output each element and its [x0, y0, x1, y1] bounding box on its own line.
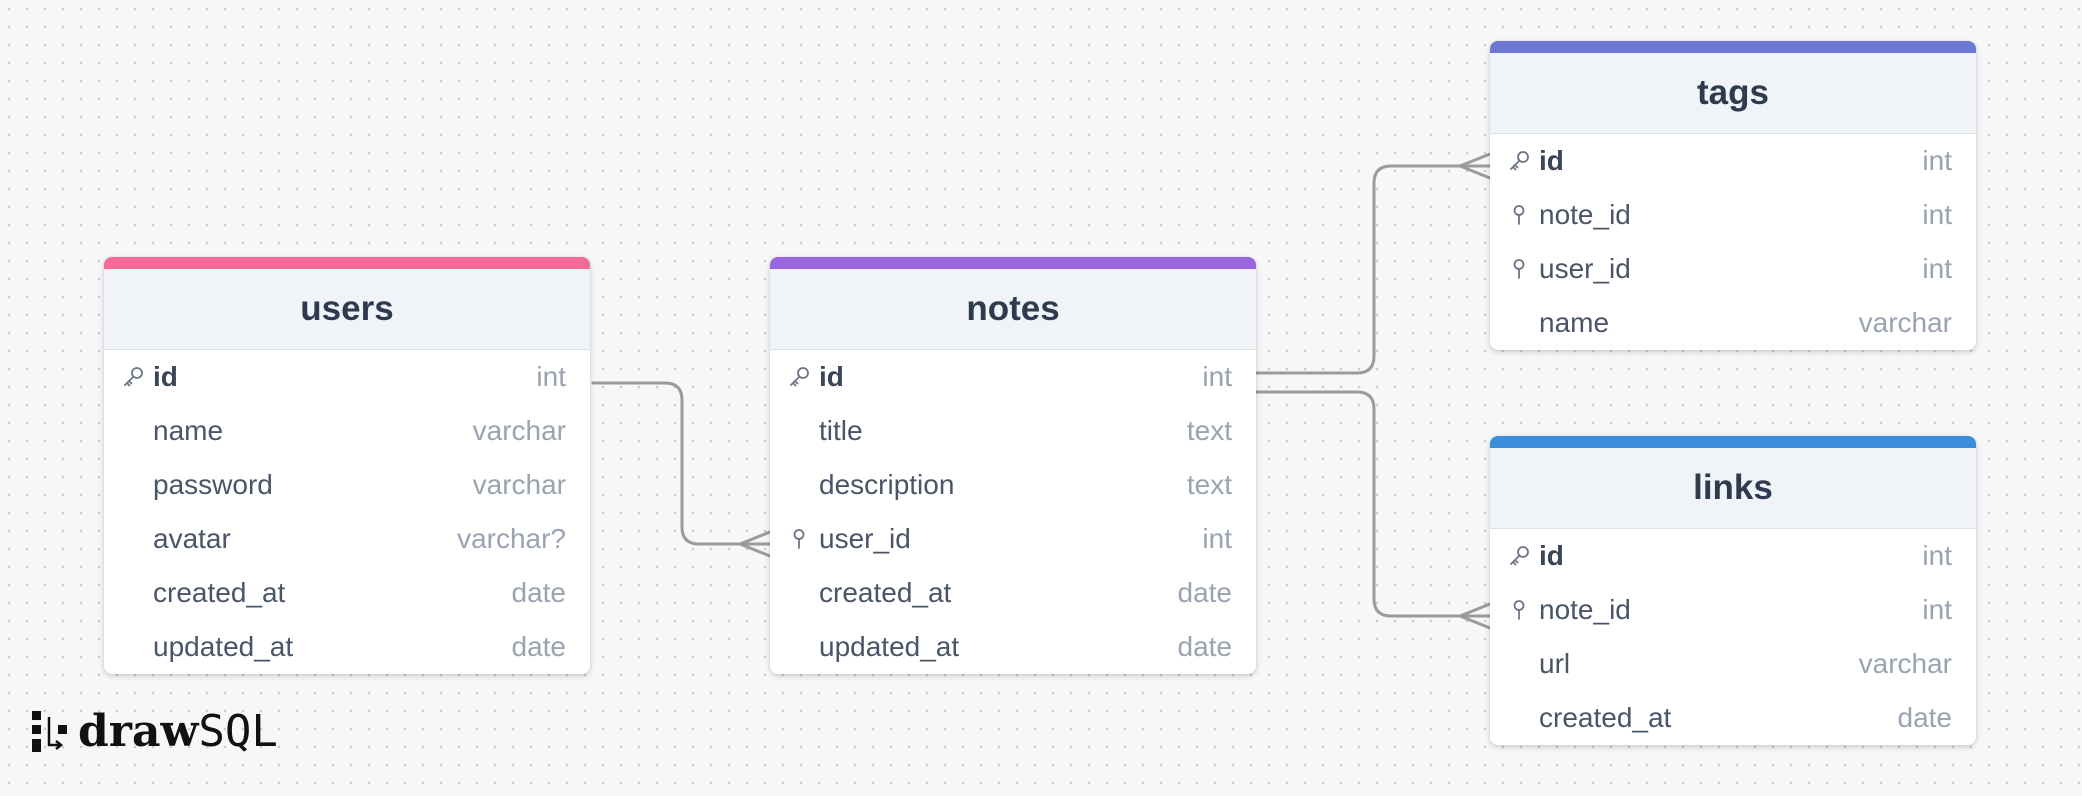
field-row-name[interactable]: name varchar — [104, 404, 590, 458]
field-type: varchar — [1858, 648, 1952, 679]
field-type: text — [1186, 415, 1232, 446]
field-row-created-at[interactable]: created_at date — [770, 566, 1256, 620]
notes-tags-relation-line[interactable] — [1255, 164, 1492, 375]
field-name: url — [1539, 648, 1571, 679]
field-name: user_id — [1539, 253, 1631, 284]
field-type: date — [1177, 631, 1233, 662]
field-row-password[interactable]: password varchar — [104, 458, 590, 512]
field-type: varchar — [472, 469, 566, 500]
field-name: user_id — [819, 523, 911, 554]
field-type: int — [1202, 361, 1232, 392]
field-list: id int name varchar password varchar avatar var… — [104, 350, 590, 674]
field-row-title[interactable]: title text — [770, 404, 1256, 458]
field-name: id — [153, 361, 178, 392]
logo-text-sql: SQL — [198, 706, 278, 757]
field-row-note-id[interactable]: note_id int — [1490, 583, 1976, 637]
field-type: text — [1186, 469, 1232, 500]
foreign-key-icon — [788, 528, 810, 550]
foreign-key-icon — [1508, 599, 1530, 621]
field-row-note-id[interactable]: note_id int — [1490, 188, 1976, 242]
field-type: int — [1202, 523, 1232, 554]
field-type: int — [1922, 594, 1952, 625]
notes-links-relation-line[interactable] — [1255, 390, 1492, 618]
field-type: varchar? — [457, 523, 566, 554]
field-name: note_id — [1539, 594, 1631, 625]
field-row-id[interactable]: id int — [104, 350, 590, 404]
users-notes-relation-line[interactable] — [591, 381, 772, 546]
notes-table[interactable]: notes id int title text description text user_… — [770, 257, 1256, 674]
primary-key-icon — [1508, 545, 1530, 567]
table-title: notes — [966, 289, 1060, 328]
field-type: date — [1897, 702, 1953, 733]
field-row-id[interactable]: id int — [1490, 529, 1976, 583]
field-row-user-id[interactable]: user_id int — [770, 512, 1256, 566]
field-name: id — [1539, 540, 1564, 571]
field-name: name — [1539, 307, 1610, 338]
field-list: id int note_id int url varchar created_at date — [1490, 529, 1976, 745]
field-type: int — [1922, 253, 1952, 284]
field-row-name[interactable]: name varchar — [1490, 296, 1976, 350]
field-name: description — [819, 469, 955, 500]
field-type: date — [511, 631, 567, 662]
table-header[interactable]: links — [1490, 448, 1976, 529]
field-type: varchar — [472, 415, 566, 446]
field-type: int — [1922, 145, 1952, 176]
primary-key-icon — [122, 366, 144, 388]
foreign-key-icon — [1508, 258, 1530, 280]
field-type: date — [1177, 577, 1233, 608]
field-row-created-at[interactable]: created_at date — [104, 566, 590, 620]
primary-key-icon — [1508, 150, 1530, 172]
field-name: password — [153, 469, 273, 500]
foreign-key-icon — [1508, 204, 1530, 226]
field-name: avatar — [153, 523, 231, 554]
field-name: id — [819, 361, 844, 392]
field-name: created_at — [1539, 702, 1672, 733]
notes-links-crow-foot — [1458, 602, 1492, 630]
field-row-avatar[interactable]: avatar varchar? — [104, 512, 590, 566]
field-name: id — [1539, 145, 1564, 176]
users-table[interactable]: users id int name varchar password varchar ava… — [104, 257, 590, 674]
field-row-updated-at[interactable]: updated_at date — [104, 620, 590, 674]
users-notes-crow-foot — [738, 530, 772, 558]
field-row-updated-at[interactable]: updated_at date — [770, 620, 1256, 674]
table-color-bar — [1490, 41, 1976, 53]
table-color-bar — [770, 257, 1256, 269]
field-name: updated_at — [153, 631, 294, 662]
field-row-id[interactable]: id int — [1490, 134, 1976, 188]
field-row-description[interactable]: description text — [770, 458, 1256, 512]
field-type: int — [1922, 540, 1952, 571]
field-type: varchar — [1858, 307, 1952, 338]
table-title: tags — [1697, 73, 1769, 112]
primary-key-icon — [788, 366, 810, 388]
drawsql-logo-icon — [32, 710, 67, 752]
field-type: int — [536, 361, 566, 392]
field-name: note_id — [1539, 199, 1631, 230]
field-name: created_at — [819, 577, 952, 608]
field-type: int — [1922, 199, 1952, 230]
field-type: date — [511, 577, 567, 608]
field-name: name — [153, 415, 224, 446]
table-header[interactable]: notes — [770, 269, 1256, 350]
field-row-created-at[interactable]: created_at date — [1490, 691, 1976, 745]
field-name: title — [819, 415, 863, 446]
table-color-bar — [104, 257, 590, 269]
field-name: updated_at — [819, 631, 960, 662]
links-table[interactable]: links id int note_id int url varchar created_a… — [1490, 436, 1976, 745]
table-title: users — [300, 289, 394, 328]
logo-text-draw: draw — [78, 706, 199, 757]
table-title: links — [1693, 468, 1773, 507]
table-header[interactable]: tags — [1490, 53, 1976, 134]
field-row-user-id[interactable]: user_id int — [1490, 242, 1976, 296]
field-row-url[interactable]: url varchar — [1490, 637, 1976, 691]
table-header[interactable]: users — [104, 269, 590, 350]
table-color-bar — [1490, 436, 1976, 448]
field-list: id int title text description text user_id int c… — [770, 350, 1256, 674]
notes-tags-crow-foot — [1458, 152, 1492, 180]
field-row-id[interactable]: id int — [770, 350, 1256, 404]
field-name: created_at — [153, 577, 286, 608]
